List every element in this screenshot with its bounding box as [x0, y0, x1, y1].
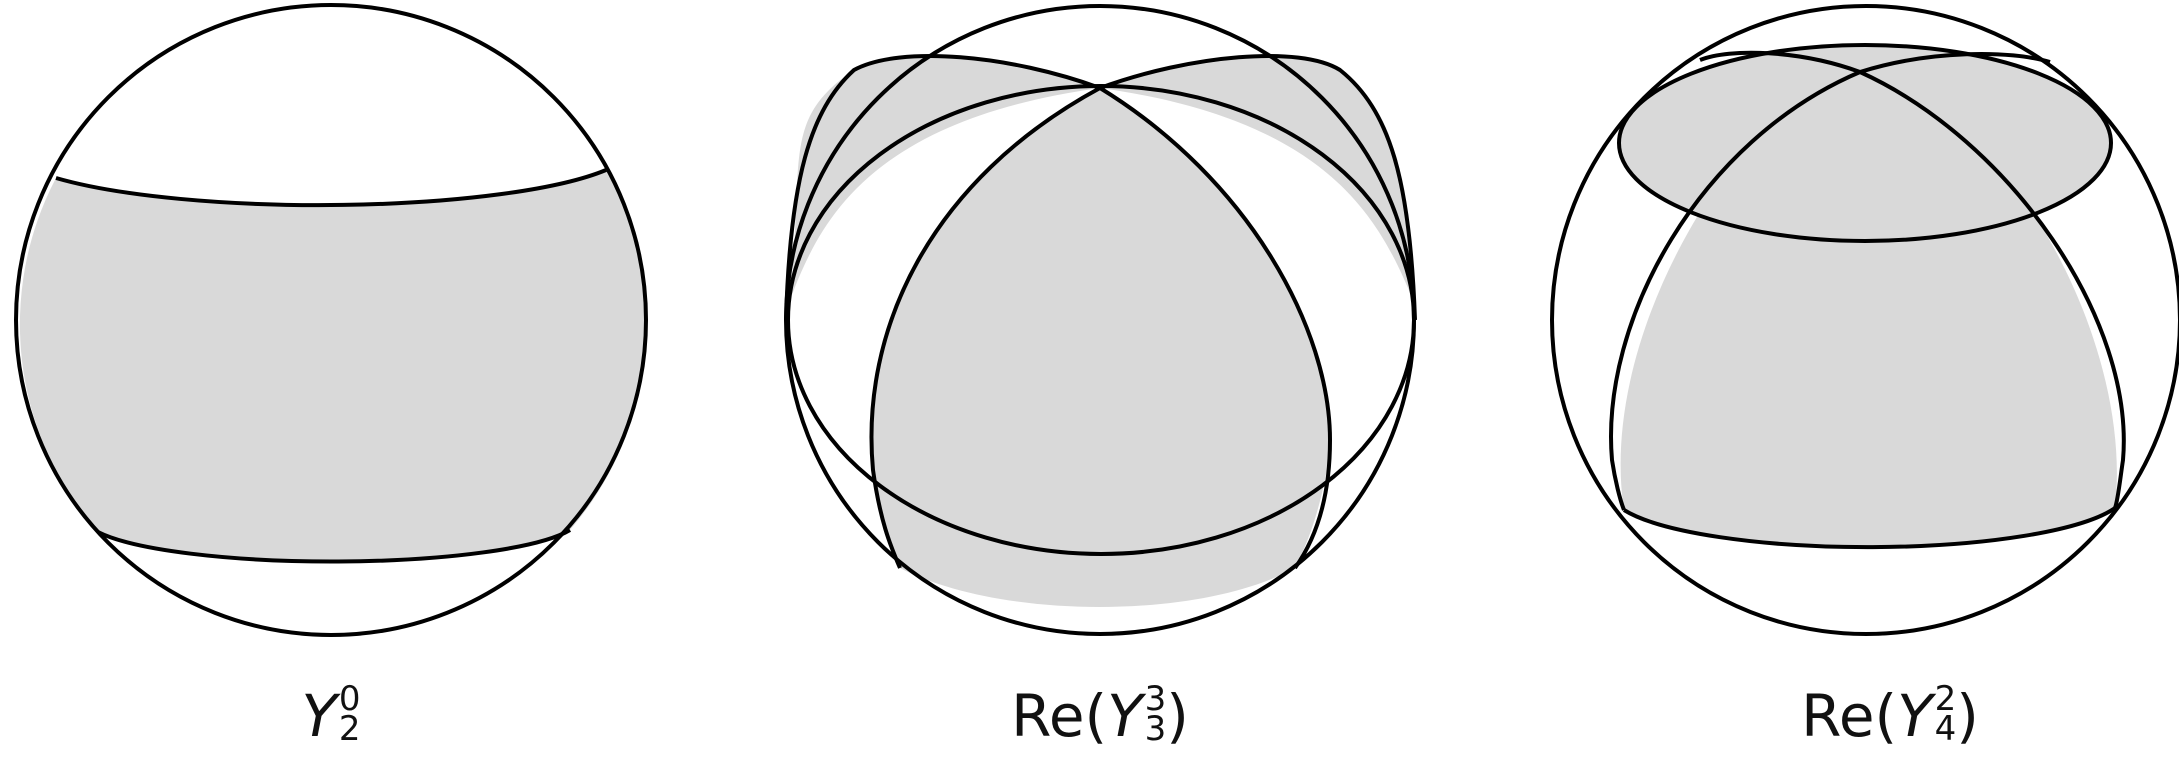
sphere-y20 [14, 3, 648, 637]
label-symbol: Y [1897, 682, 1933, 750]
front-left-meridian-line [869, 86, 1101, 569]
sphere-y33 [784, 4, 1417, 636]
label-superscript: 0 [338, 679, 361, 719]
sphere-y42 [1550, 4, 2179, 636]
label-symbol: Y [301, 682, 337, 750]
front-right-meridian-line [1098, 86, 1333, 570]
shaded-polar-cap [1619, 45, 2111, 241]
label-superscript: 3 [1144, 679, 1167, 719]
upper-latitude-line [1617, 43, 2113, 243]
label-subscript: 4 [1934, 709, 1957, 749]
right-meridian-line [1859, 70, 2126, 509]
label-prefix: Re( [1011, 682, 1108, 750]
sphere-outline [1550, 4, 2179, 636]
label-subscript: 3 [1144, 709, 1167, 749]
lower-latitude-line [1622, 506, 2117, 550]
label-prefix: Re( [1801, 682, 1898, 750]
left-meridian-line [1609, 70, 1861, 511]
sphere-outline [14, 3, 648, 637]
right-meridian-line [1099, 54, 1417, 321]
label-re-y33: Re( Y 3 3 ) [900, 682, 1300, 758]
back-right-meridian-line [1859, 51, 2051, 74]
label-re-y42: Re( Y 2 4 ) [1690, 682, 2090, 758]
label-superscript: 2 [1934, 679, 1957, 719]
shaded-left-lune [790, 57, 1100, 300]
lower-latitude-line [97, 528, 572, 564]
left-meridian-line [784, 54, 1101, 321]
label-subscript: 2 [338, 709, 361, 749]
shaded-right-lune [1100, 57, 1413, 300]
label-symbol: Y [1107, 682, 1143, 750]
shaded-lower-region [1620, 212, 2117, 548]
shaded-front-lobe [871, 88, 1330, 607]
shaded-band [19, 170, 647, 562]
label-suffix: ) [1956, 682, 1979, 750]
label-suffix: ) [1166, 682, 1189, 750]
back-left-meridian-line [1699, 50, 1861, 74]
upper-latitude-line [55, 168, 607, 208]
label-y20: Y 0 2 [131, 682, 531, 758]
